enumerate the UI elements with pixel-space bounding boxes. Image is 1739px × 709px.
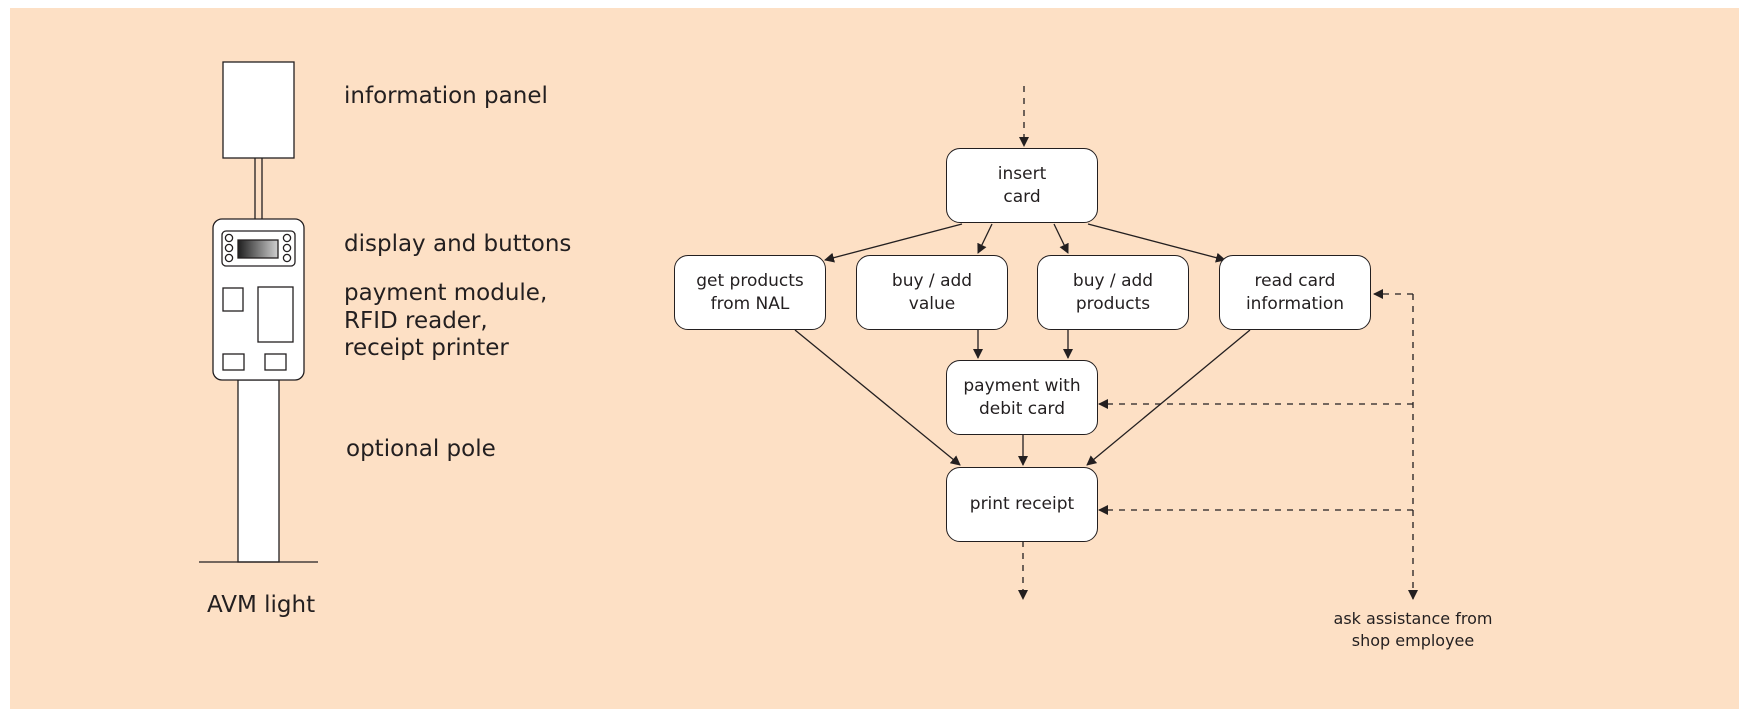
information-panel-label: information panel	[344, 83, 548, 109]
button-left-1	[224, 233, 234, 243]
modules-label: payment module, RFID reader, receipt pri…	[344, 280, 548, 362]
display-buttons-label: display and buttons	[344, 231, 572, 257]
receipt-slot-left	[222, 353, 245, 371]
payment-slot	[222, 287, 244, 312]
arrow-read-card-to-print	[1086, 329, 1251, 466]
arrow-to-get-products	[824, 223, 963, 263]
receipt-slot-right	[264, 353, 287, 371]
button-right-1	[282, 233, 292, 243]
button-left-3	[224, 253, 234, 263]
avm-light-device	[199, 61, 318, 563]
assistance-label: ask assistance from shop employee	[1333, 609, 1493, 650]
arrow-to-buy-products	[1053, 223, 1069, 254]
button-right-2	[282, 243, 292, 253]
information-panel-screen	[222, 61, 295, 159]
pole	[237, 379, 280, 563]
button-right-3	[282, 253, 292, 263]
arrow-to-buy-value	[977, 223, 993, 254]
node-buy-products: buy / add products	[1037, 255, 1189, 330]
node-print-receipt: print receipt	[946, 467, 1098, 542]
optional-pole-label: optional pole	[346, 436, 496, 462]
arrow-to-read-card	[1087, 223, 1226, 263]
node-payment: payment with debit card	[946, 360, 1098, 435]
arrow-get-products-to-print	[794, 329, 961, 466]
device-caption: AVM light	[207, 592, 316, 618]
rfid-reader	[257, 286, 294, 343]
button-left-2	[224, 243, 234, 253]
node-buy-value: buy / add value	[856, 255, 1008, 330]
node-read-card: read card information	[1219, 255, 1371, 330]
display-screen	[237, 239, 279, 259]
node-get-products: get products from NAL	[674, 255, 826, 330]
node-insert-card: insert card	[946, 148, 1098, 223]
